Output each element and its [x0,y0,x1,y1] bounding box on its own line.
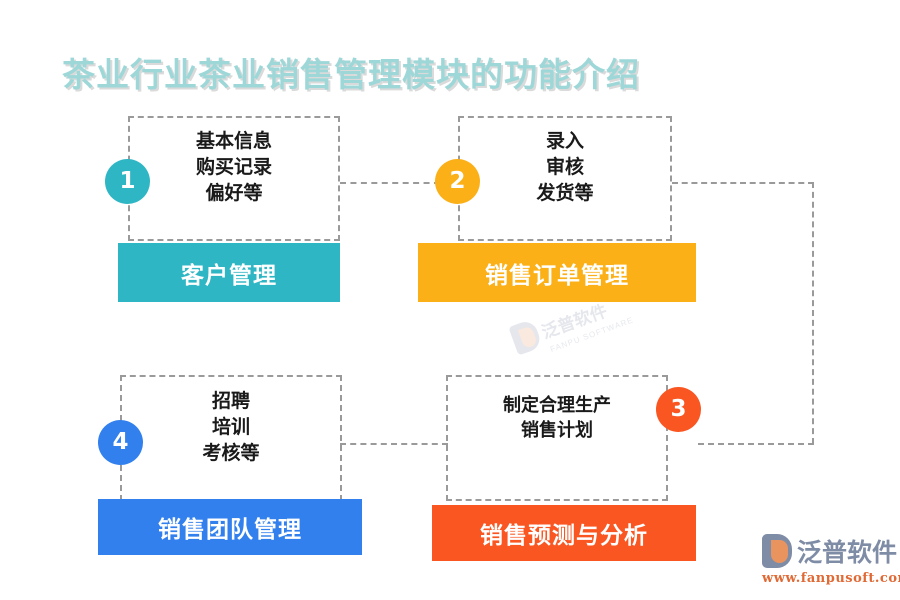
connector-right-vertical [812,182,814,444]
watermark-en-text: FANPU SOFTWARE [549,315,635,354]
connector-1-to-2 [340,182,440,184]
card-number-1[interactable]: 1 [105,159,150,204]
page-title: 茶业行业茶业销售管理模块的功能介绍 [62,55,640,94]
card-bullet: 销售计划 [521,419,593,441]
card-label-bar-3[interactable]: 销售预测与分析 [432,505,696,561]
card-bullets-1: 基本信息 购买记录 偏好等 [128,128,340,207]
card-bullets-3: 制定合理生产 销售计划 [446,394,668,444]
connector-right-to-3 [698,443,814,445]
brand-logo: 泛普软件 www.fanpusoft.com [762,533,900,586]
card-bullet: 偏好等 [205,182,263,205]
connector-2-to-right [672,182,814,184]
card-bullet: 考核等 [202,442,260,465]
card-bullet: 制定合理生产 [503,395,611,416]
card-bullets-4: 招聘 培训 考核等 [120,388,342,467]
card-label-bar-2[interactable]: 销售订单管理 [418,243,696,302]
card-number-4[interactable]: 4 [98,420,143,465]
card-bullet: 发货等 [536,182,594,205]
card-bullet: 培训 [211,416,250,439]
card-label-bar-1[interactable]: 客户管理 [118,243,340,302]
card-bullet: 审核 [545,156,584,179]
connector-4-to-3 [340,443,448,445]
watermark-cn-text: 泛普软件 [539,300,610,343]
card-box-3 [446,375,668,501]
card-label-bar-4[interactable]: 销售团队管理 [98,499,362,555]
card-number-3[interactable]: 3 [656,387,701,432]
card-bullets-2: 录入 审核 发货等 [458,128,672,207]
fanpu-logo-mark-icon [762,534,792,568]
card-number-2[interactable]: 2 [435,159,480,204]
card-bullet: 基本信息 [195,130,272,152]
card-bullet: 购买记录 [195,156,272,179]
card-bullet: 录入 [545,130,584,152]
brand-url: www.fanpusoft.com [762,571,900,586]
brand-name: 泛普软件 [797,538,898,567]
card-bullet: 招聘 [211,390,250,412]
fanpu-logo-mark-icon [508,318,544,356]
